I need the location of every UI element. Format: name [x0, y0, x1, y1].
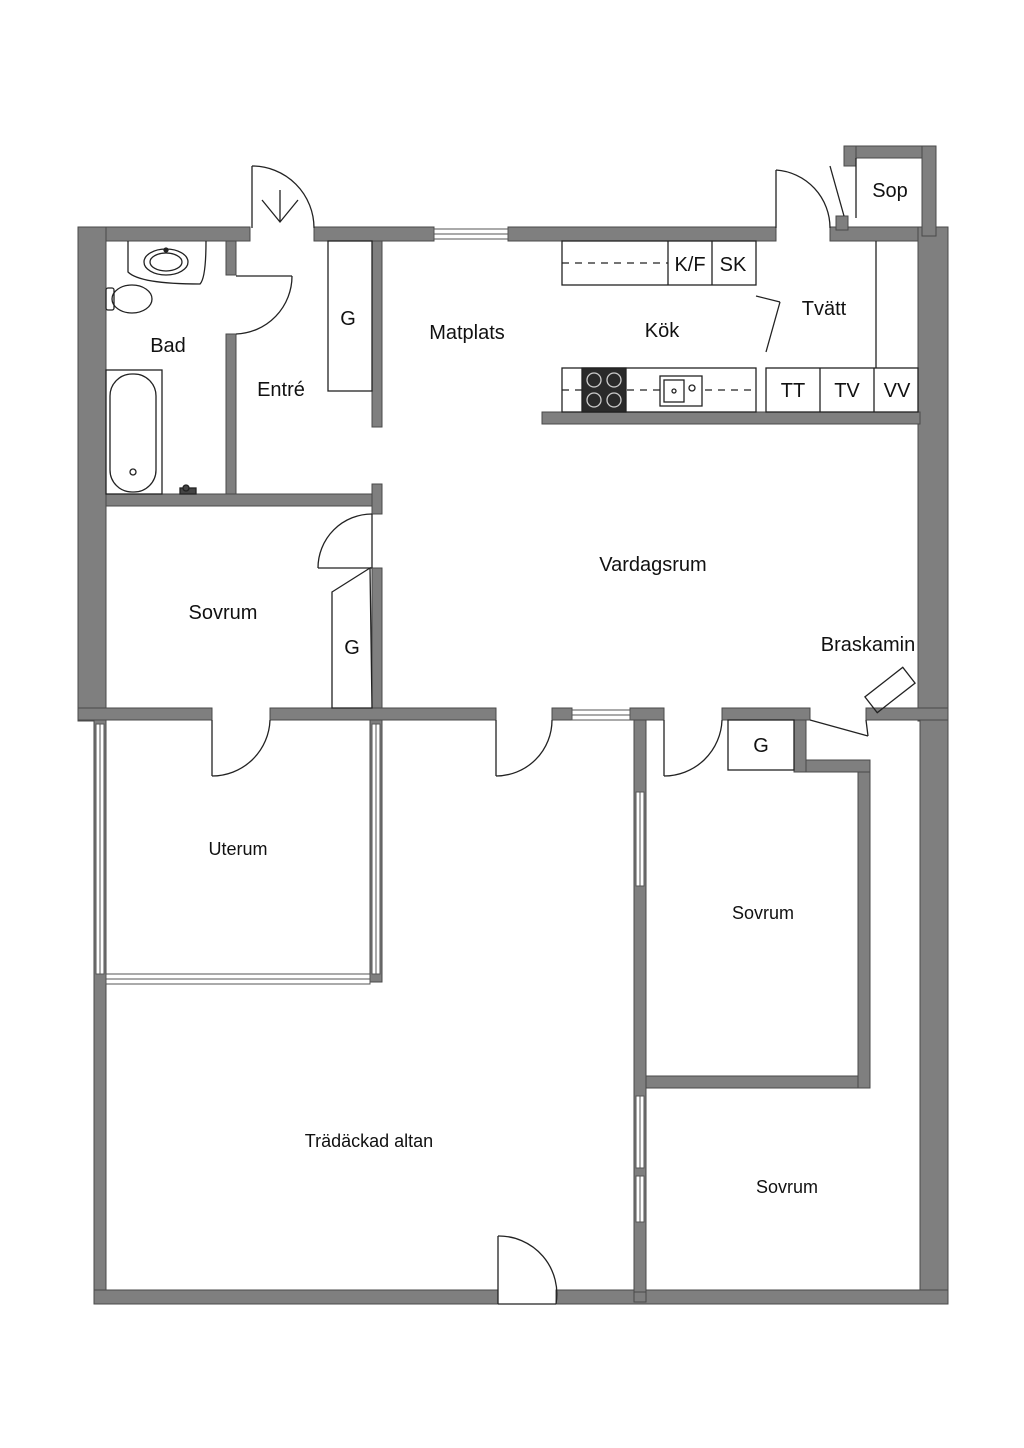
uterum-door	[211, 719, 271, 777]
interior-walls	[77, 240, 949, 1293]
sovrum-east-door	[663, 719, 723, 777]
room-label-matplats: Matplats	[429, 322, 505, 344]
toilet-icon	[105, 284, 153, 314]
fireplace-icon	[864, 666, 916, 714]
sovrum-west-door	[317, 513, 373, 569]
room-label-braskamin: Braskamin	[821, 634, 915, 656]
tvatt-door	[775, 169, 831, 229]
fixture-label-garderob-east: G	[753, 735, 769, 757]
fixture-labels: G G G K/F SK TT TV VV	[340, 254, 911, 757]
altan-door	[495, 719, 553, 777]
room-labels: Bad Entré Matplats Kök Tvätt Sop Vardags…	[150, 180, 915, 1197]
entrance-door	[251, 165, 315, 229]
room-label-vardagsrum: Vardagsrum	[599, 554, 706, 576]
wardrobe-entre	[327, 240, 373, 392]
bathroom-door	[235, 275, 293, 335]
room-label-tradackad-altan: Trädäckad altan	[305, 1131, 433, 1151]
altan-exterior-door	[497, 1235, 558, 1305]
wardrobe-sovrum	[331, 566, 373, 709]
braskamin-door	[809, 719, 869, 737]
fixture-label-garderob-entre: G	[340, 308, 356, 330]
bathtub-icon	[105, 369, 163, 495]
doors	[211, 165, 869, 1305]
fixture-label-tvattmaskin: TV	[834, 380, 860, 402]
bath-tap-icon	[179, 484, 197, 495]
room-label-sovrum-east-upper: Sovrum	[732, 903, 794, 923]
bath-counter	[127, 240, 207, 285]
fixture-label-varmvattenberedare: VV	[884, 380, 911, 402]
room-label-sovrum-east-lower: Sovrum	[756, 1177, 818, 1197]
fixture-label-garderob-sovrum: G	[344, 637, 360, 659]
room-label-sovrum-west: Sovrum	[189, 602, 258, 624]
room-label-bad: Bad	[150, 335, 186, 357]
room-label-uterum: Uterum	[208, 839, 267, 859]
laundry-counter	[765, 367, 919, 413]
kitchen-sink-icon	[659, 375, 703, 407]
room-label-kok: Kök	[645, 320, 680, 342]
stove-icon	[581, 367, 627, 413]
wardrobe-east	[727, 719, 795, 771]
fixture-label-torktumlare: TT	[781, 380, 805, 402]
outer-walls	[77, 145, 949, 1305]
room-label-tvatt: Tvätt	[802, 298, 847, 320]
sop-door	[829, 165, 845, 217]
room-label-entre: Entré	[257, 379, 305, 401]
fixtures	[105, 158, 919, 771]
fixture-label-kyl-frys: K/F	[674, 254, 705, 276]
fixture-label-skap: SK	[720, 254, 747, 276]
room-label-sop: Sop	[872, 180, 908, 202]
tvatt-inner-door	[755, 295, 781, 353]
windows	[95, 228, 645, 1223]
